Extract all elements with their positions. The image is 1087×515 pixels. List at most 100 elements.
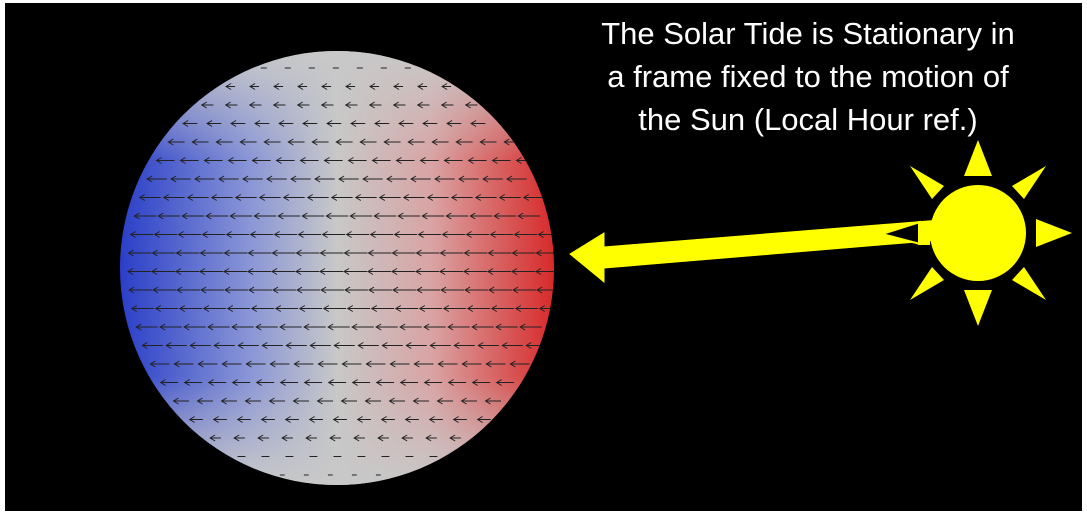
wind-arrow-head	[398, 120, 405, 127]
wind-arrow-head	[292, 397, 299, 405]
wind-arrow-head	[512, 286, 519, 294]
wind-arrow-head	[429, 342, 436, 349]
wind-arrow-head	[354, 194, 362, 201]
wind-arrow-head	[249, 83, 256, 90]
wind-arrow-head	[397, 212, 404, 220]
wind-arrow-head	[311, 138, 318, 146]
caption-line-1: The Solar Tide is Stationary in	[601, 16, 1015, 51]
wind-arrow-head	[370, 305, 378, 312]
wind-arrow-head	[233, 434, 240, 442]
wind-arrow-head	[491, 157, 498, 164]
wind-arrow-head	[302, 120, 309, 127]
wind-arrow-head	[255, 379, 262, 386]
wind-arrow-head	[347, 157, 354, 164]
wind-arrow-head	[450, 194, 458, 201]
wind-arrow-head	[186, 194, 194, 201]
wind-arrow-head	[249, 231, 256, 238]
wind-arrow-head	[141, 342, 148, 349]
wind-arrow-head	[279, 379, 286, 386]
wind-arrow-head	[231, 323, 238, 331]
wind-arrow-head	[253, 212, 260, 220]
wind-arrow-head	[538, 305, 546, 312]
wind-arrow-head	[279, 323, 286, 331]
wind-arrow-head	[402, 194, 410, 201]
wind-arrow-head	[506, 175, 513, 183]
wind-arrow-head	[183, 323, 190, 331]
wind-arrow-head	[327, 323, 334, 331]
wind-arrow-head	[511, 249, 518, 257]
wind-arrow-head	[209, 434, 216, 442]
wind-arrow-head	[440, 101, 448, 109]
wind-arrow-head	[511, 268, 518, 275]
wind-arrow-head	[225, 231, 232, 238]
wind-arrow-head	[257, 434, 264, 442]
wind-arrow-head	[373, 212, 380, 220]
wind-arrow-head	[200, 101, 208, 109]
wind-arrow-head	[183, 379, 190, 386]
wind-arrow-head	[220, 397, 227, 405]
wind-arrow-head	[359, 138, 366, 146]
wind-arrow-head	[346, 305, 354, 312]
wind-arrow-head	[298, 305, 306, 312]
wind-arrow-head	[268, 397, 275, 405]
wind-arrow-head	[321, 231, 328, 238]
wind-arrow-head	[287, 138, 294, 146]
wind-arrow-head	[343, 268, 350, 275]
wind-arrow-head	[395, 157, 402, 164]
wind-arrow-head	[177, 231, 184, 238]
wind-arrow-head	[224, 286, 231, 294]
wind-arrow-head	[417, 83, 424, 90]
wind-arrow-head	[452, 416, 459, 423]
wind-arrow-head	[290, 175, 297, 183]
wind-arrow-head	[215, 138, 222, 146]
wind-arrow-head	[514, 305, 522, 312]
wind-arrow-head	[317, 360, 324, 368]
wind-arrow-head	[320, 286, 327, 294]
wind-arrow-head	[305, 434, 312, 442]
wind-arrow-head	[172, 397, 179, 405]
wind-arrow-head	[128, 286, 135, 294]
wind-arrow-head	[194, 175, 201, 183]
wind-arrow-head	[447, 379, 454, 386]
wind-arrow-head	[251, 157, 258, 164]
wind-arrow-head	[200, 286, 207, 294]
wind-arrow-head	[189, 342, 196, 349]
wind-arrow-head	[440, 286, 447, 294]
wind-arrow-head	[415, 268, 422, 275]
wind-arrow-head	[415, 249, 422, 257]
wind-arrow-head	[284, 416, 291, 423]
wind-arrow-head	[386, 175, 393, 183]
wind-arrow-head	[479, 138, 486, 146]
wind-arrow-head	[135, 323, 142, 331]
wind-arrow-head	[513, 231, 520, 238]
wind-arrow-head	[410, 175, 417, 183]
wind-arrow-head	[353, 434, 360, 442]
wind-arrow-head	[295, 249, 302, 257]
wind-arrow-head	[130, 305, 138, 312]
wind-arrow-head	[458, 175, 465, 183]
wind-arrow-head	[322, 305, 330, 312]
wind-arrow-head	[498, 194, 506, 201]
sunlight-arrow	[569, 219, 941, 284]
wind-arrow-head	[293, 360, 300, 368]
wind-arrow-head	[133, 212, 140, 220]
wind-arrow-head	[399, 379, 406, 386]
wind-arrow-head	[377, 434, 384, 442]
wind-arrow-head	[515, 157, 522, 164]
wind-arrow-head	[423, 379, 430, 386]
wind-arrow-head	[330, 194, 338, 201]
wind-arrow-head	[522, 194, 530, 201]
wind-arrow-head	[223, 249, 230, 257]
wind-arrow-head	[165, 342, 172, 349]
wind-arrow-head	[255, 323, 262, 331]
wind-arrow-head	[248, 101, 256, 109]
wind-arrow-head	[371, 157, 378, 164]
wind-arrow-head	[231, 379, 238, 386]
wind-arrow-head	[344, 286, 351, 294]
wind-arrow-head	[380, 416, 387, 423]
wind-arrow-head	[254, 120, 261, 127]
wind-arrow-head	[151, 249, 158, 257]
wind-arrow-head	[227, 157, 234, 164]
wind-arrow-head	[343, 249, 350, 257]
wind-arrow-head	[536, 286, 543, 294]
